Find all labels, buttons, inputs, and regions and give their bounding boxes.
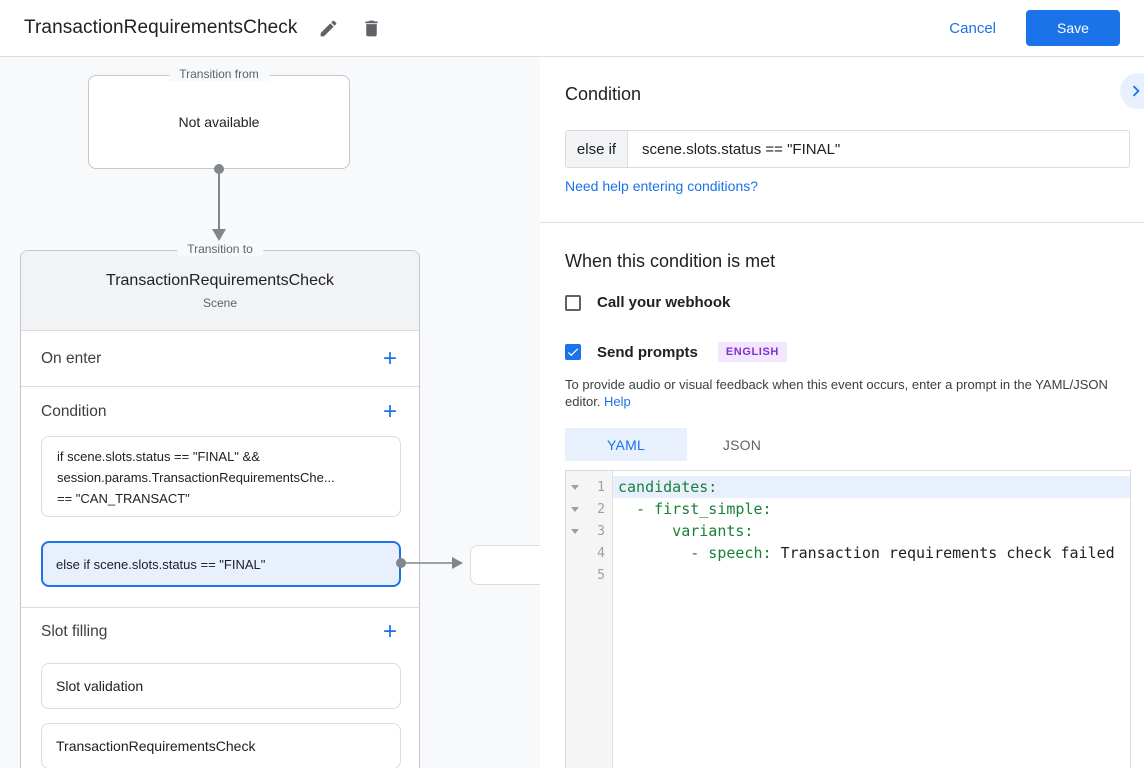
panel-title: Condition xyxy=(565,84,642,104)
condition-editor-panel: Condition else if Need help entering con… xyxy=(540,57,1144,768)
editor-code-area[interactable]: candidates: - first_simple: variants: - … xyxy=(613,471,1130,768)
conditions-help-link[interactable]: Need help entering conditions? xyxy=(565,178,759,194)
top-bar: TransactionRequirementsCheck Cancel Save xyxy=(0,0,1144,57)
transition-from-label: Transition from xyxy=(169,67,269,81)
scene-header: TransactionRequirementsCheck Scene xyxy=(21,251,419,331)
editor-gutter: 1 2 3 4 5 xyxy=(566,471,613,768)
slot-transaction-text: TransactionRequirementsCheck xyxy=(56,738,256,754)
edit-scene-button[interactable] xyxy=(312,12,345,45)
on-enter-row: On enter + xyxy=(21,331,419,387)
yaml-code-editor[interactable]: 1 2 3 4 5 candidates: - first_simple: va… xyxy=(565,470,1131,768)
prompt-description-text: To provide audio or visual feedback when… xyxy=(565,377,1108,409)
condition-section-header: Condition + xyxy=(21,387,419,436)
page-title: TransactionRequirementsCheck xyxy=(24,17,298,38)
add-on-enter-button[interactable]: + xyxy=(382,344,397,372)
condition-item-2-selected[interactable]: else if scene.slots.status == "FINAL" xyxy=(41,541,401,587)
flow-canvas: Transition from Not available Transition… xyxy=(0,57,540,768)
condition-1-line-1: if scene.slots.status == "FINAL" && xyxy=(57,449,260,464)
condition-item-1[interactable]: if scene.slots.status == "FINAL" && sess… xyxy=(41,436,401,517)
when-condition-met-title: When this condition is met xyxy=(565,251,776,271)
slot-filling-label: Slot filling xyxy=(41,622,108,640)
call-webhook-label: Call your webhook xyxy=(597,294,731,311)
transition-from-value: Not available xyxy=(178,114,260,130)
code-line: candidates: xyxy=(613,476,1130,498)
condition-section-label: Condition xyxy=(41,402,107,420)
line-number: 2 xyxy=(597,501,605,517)
send-prompts-label: Send prompts xyxy=(597,343,698,361)
code-line: variants: xyxy=(618,522,754,540)
condition-1-line-3: == "CAN_TRANSACT" xyxy=(57,491,190,506)
fold-arrow-icon[interactable] xyxy=(571,484,579,490)
send-prompts-checkbox[interactable] xyxy=(565,344,581,360)
tab-json[interactable]: JSON xyxy=(687,428,797,461)
prompt-help-link[interactable]: Help xyxy=(604,394,631,409)
code-line xyxy=(613,564,1130,586)
condition-input-group: else if xyxy=(565,130,1130,168)
pencil-icon xyxy=(318,18,339,39)
tab-yaml[interactable]: YAML xyxy=(565,428,687,461)
condition-prefix-label: else if xyxy=(566,131,628,167)
language-badge: ENGLISH xyxy=(717,342,787,362)
condition-1-line-2: session.params.TransactionRequirementsCh… xyxy=(57,470,335,485)
cancel-button[interactable]: Cancel xyxy=(949,19,996,37)
delete-scene-button[interactable] xyxy=(355,12,388,45)
transition-from-node: Transition from Not available xyxy=(88,67,350,169)
condition-2-text: else if scene.slots.status == "FINAL" xyxy=(56,556,266,572)
condition-expression-input[interactable] xyxy=(628,131,1129,167)
line-number: 1 xyxy=(597,479,605,495)
code-line: - first_simple: xyxy=(618,500,772,518)
scene-name: TransactionRequirementsCheck xyxy=(106,271,334,289)
transition-to-card: Transition to TransactionRequirementsChe… xyxy=(20,242,420,768)
add-condition-button[interactable]: + xyxy=(382,397,397,425)
checkmark-icon xyxy=(566,345,580,359)
code-line: - speech: Transaction requirements check… xyxy=(618,544,1115,562)
transition-target-node[interactable] xyxy=(470,545,540,585)
transition-to-label: Transition to xyxy=(177,242,263,256)
slot-transaction-item[interactable]: TransactionRequirementsCheck xyxy=(41,723,401,768)
fold-arrow-icon[interactable] xyxy=(571,506,579,512)
add-slot-filling-button[interactable]: + xyxy=(382,617,397,645)
scene-type: Scene xyxy=(202,295,238,310)
save-button[interactable]: Save xyxy=(1026,10,1120,46)
call-webhook-checkbox[interactable] xyxy=(565,294,581,311)
collapse-panel-button[interactable] xyxy=(1120,73,1144,109)
fold-arrow-icon[interactable] xyxy=(571,528,579,534)
line-number: 3 xyxy=(597,523,605,539)
panel-divider xyxy=(540,222,1144,223)
trash-icon xyxy=(361,18,382,39)
editor-format-tabs: YAML JSON xyxy=(565,428,797,461)
line-number: 4 xyxy=(597,545,605,561)
slot-validation-item[interactable]: Slot validation xyxy=(41,663,401,709)
on-enter-label: On enter xyxy=(41,349,102,367)
line-number: 5 xyxy=(597,567,605,583)
slot-validation-text: Slot validation xyxy=(56,678,144,694)
chevron-right-icon xyxy=(1125,80,1144,102)
prompt-description: To provide audio or visual feedback when… xyxy=(565,376,1137,410)
slot-filling-section-header: Slot filling + xyxy=(21,608,419,655)
